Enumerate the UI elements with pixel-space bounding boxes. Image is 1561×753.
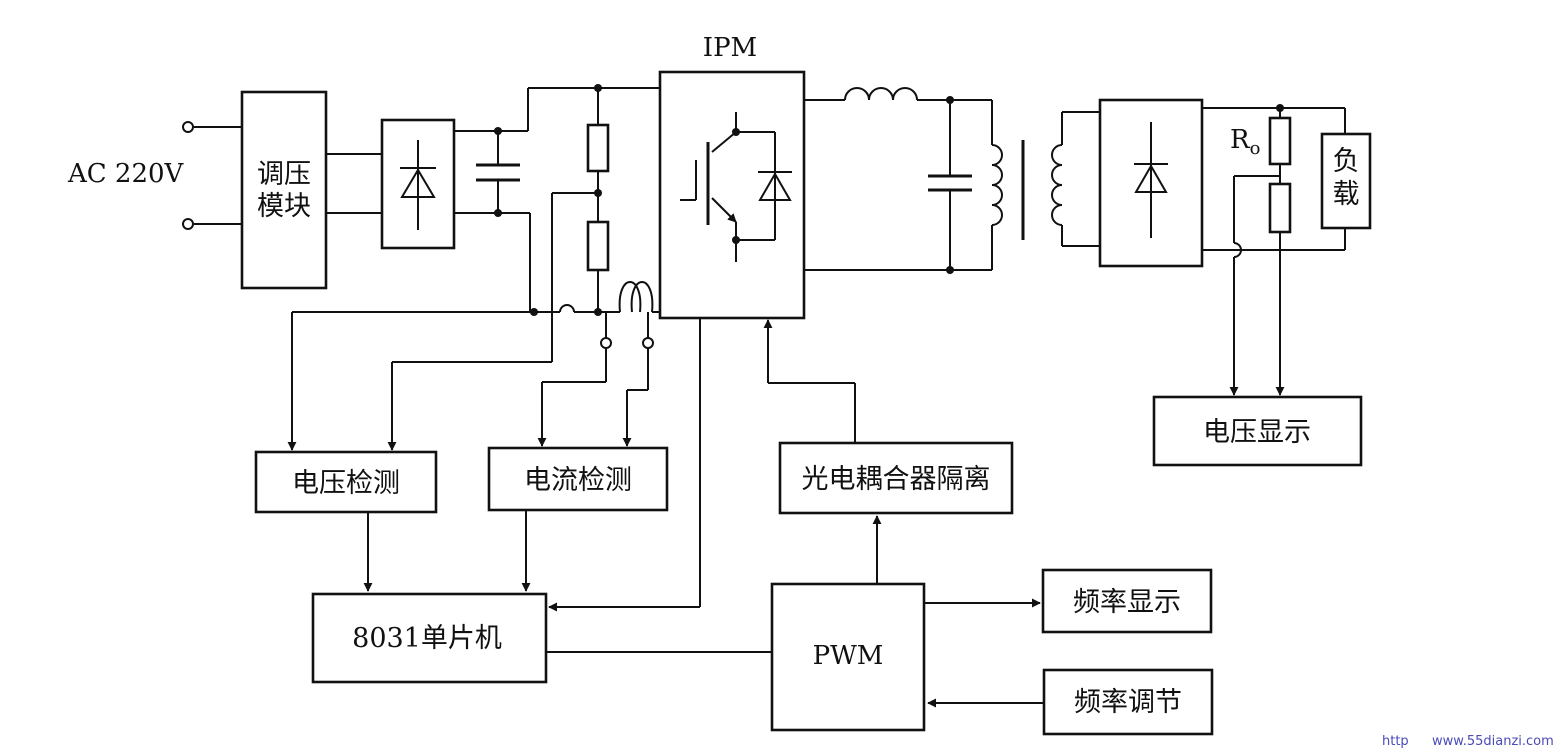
filter-capacitor [476, 127, 520, 217]
load-label-line2: 载 [1333, 179, 1360, 210]
current-sensor [600, 281, 660, 349]
voltage-detect-label: 电压检测 [292, 468, 400, 499]
watermark-site: www.55dianzi.com [1432, 734, 1554, 749]
rectifier-bridge [380, 118, 456, 250]
voltage-divider [586, 88, 610, 312]
ipm-label: IPM [703, 33, 757, 63]
load-box [1320, 132, 1372, 230]
ac-input-label: AC 220V [67, 159, 185, 189]
current-detect-label: 电流检测 [524, 465, 632, 496]
ac-input-terminals [182, 121, 242, 230]
load-label-line1: 负 [1333, 146, 1360, 177]
pwm-box [770, 582, 926, 732]
voltage-detect-box [254, 450, 438, 514]
mcu-box [311, 592, 548, 684]
igbt-symbol [680, 112, 792, 262]
freq-display-box [1041, 568, 1213, 634]
current-detect-box [487, 446, 669, 512]
series-inductor [844, 87, 918, 101]
voltage-display-box [1152, 395, 1363, 467]
optocoupler-box [778, 441, 1014, 515]
regulator-label-line1: 调压 [257, 159, 311, 190]
regulator-label-line2: 模块 [257, 191, 311, 222]
voltage-display-label: 电压显示 [1203, 417, 1311, 448]
freq-adjust-label: 频率调节 [1074, 687, 1182, 718]
pwm-label: PWM [813, 641, 884, 671]
watermark-prefix: http [1382, 734, 1409, 749]
freq-adjust-box [1042, 668, 1214, 736]
optocoupler-label: 光电耦合器隔离 [802, 464, 991, 495]
resonant-capacitor [928, 100, 972, 270]
mcu-label: 8031单片机 [352, 623, 502, 654]
freq-display-label: 频率显示 [1073, 587, 1181, 618]
output-rectifier [1098, 98, 1204, 268]
ro-label: Ro [1230, 125, 1260, 159]
transformer [991, 100, 1100, 270]
ipm-box [658, 70, 806, 320]
voltage-regulator-box [240, 90, 328, 290]
ro-resistors [1268, 108, 1292, 396]
